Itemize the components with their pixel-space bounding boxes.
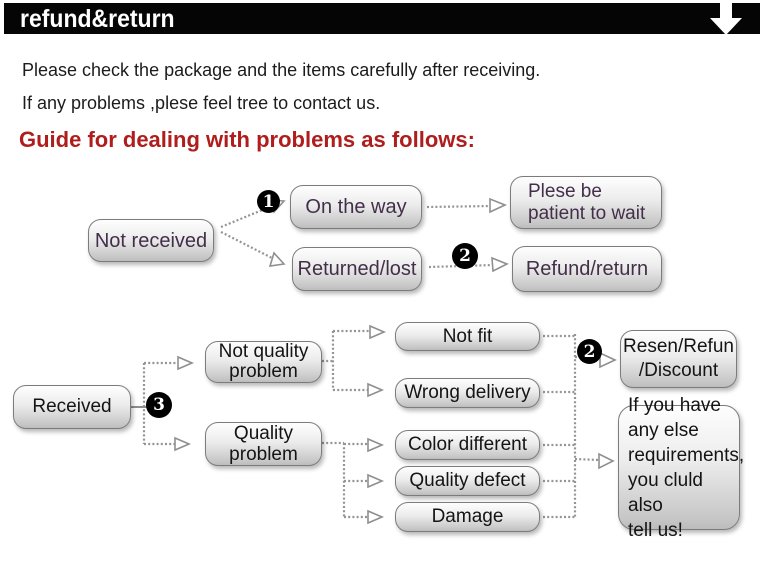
- node-returned-lost: Returned/lost: [292, 247, 422, 291]
- node-label: Color different: [408, 434, 527, 455]
- node-label: On the way: [305, 196, 407, 218]
- node-label-line1: Plese be: [528, 180, 602, 202]
- node-on-the-way: On the way: [290, 185, 422, 229]
- node-label-line2: /Discount: [638, 360, 719, 381]
- down-arrow-icon-head: [710, 18, 742, 35]
- node-quality-defect: Quality defect: [395, 466, 540, 496]
- step-1-badge: 1: [257, 190, 280, 213]
- intro-line-1: Please check the package and the items c…: [22, 60, 541, 80]
- node-label-line2: problem: [229, 444, 298, 465]
- node-label: Damage: [431, 506, 504, 527]
- node-label: Not received: [94, 229, 208, 252]
- node-label-line2: problem: [229, 361, 298, 382]
- node-refund-return: Refund/return: [512, 246, 662, 292]
- node-label-line1: If you have: [628, 394, 721, 416]
- node-color-different: Color different: [395, 430, 540, 460]
- node-label-line4: you cluld also: [628, 469, 703, 516]
- node-label-line2: any else: [628, 419, 699, 441]
- node-label: Quality defect: [409, 470, 526, 491]
- node-label: Returned/lost: [297, 258, 417, 280]
- node-label: Not fit: [442, 325, 493, 347]
- node-label-line3: requirements,: [628, 444, 745, 466]
- step-2-badge-received: 2: [577, 339, 602, 364]
- intro-line-2: If any problems ,plese feel tree to cont…: [22, 93, 381, 113]
- node-not-quality-problem: Not quality problem: [205, 341, 322, 383]
- node-resend-refund-discount: Resen/Refun /Discount: [620, 330, 737, 388]
- node-label: Wrong delivery: [404, 382, 531, 403]
- step-3-badge: 3: [146, 392, 172, 418]
- node-more-requirements: If you have any else requirements, you c…: [618, 395, 744, 541]
- node-label-line2: patient to wait: [528, 202, 646, 224]
- node-label-line1: Not quality: [218, 341, 309, 362]
- node-patient-to-wait: Plese be patient to wait: [510, 176, 662, 229]
- step-2-badge: 2: [452, 243, 478, 269]
- node-wrong-delivery: Wrong delivery: [395, 378, 540, 408]
- section-banner: refund&return: [4, 3, 760, 35]
- node-quality-problem: Quality problem: [205, 422, 322, 466]
- node-damage: Damage: [395, 502, 540, 532]
- node-label: Received: [32, 396, 112, 417]
- down-arrow-icon: [720, 3, 732, 19]
- node-label-line1: Quality: [233, 423, 294, 444]
- node-received: Received: [13, 385, 131, 429]
- guide-heading: Guide for dealing with problems as follo…: [19, 127, 475, 152]
- node-label-line1: Resen/Refun: [623, 336, 734, 357]
- node-label-line5: tell us!: [628, 519, 683, 541]
- node-not-fit: Not fit: [395, 322, 540, 351]
- node-label: Refund/return: [525, 258, 649, 280]
- node-not-received: Not received: [88, 219, 214, 262]
- banner-title: refund&return: [20, 5, 175, 33]
